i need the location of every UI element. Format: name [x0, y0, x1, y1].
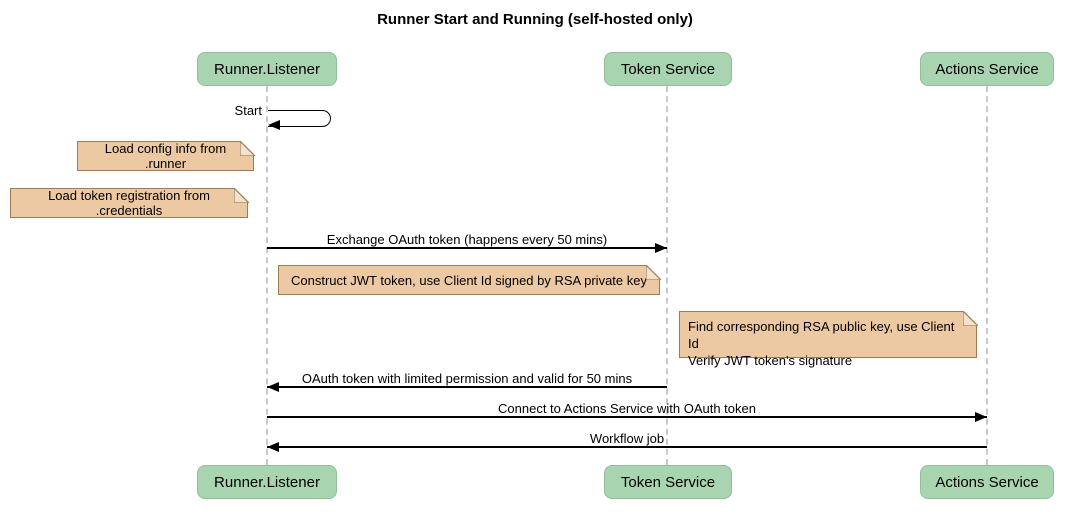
- message-workflow-line: [267, 446, 987, 448]
- arrowhead-right-icon: [655, 243, 667, 253]
- arrowhead-right-icon: [975, 412, 987, 422]
- message-connect-label: Connect to Actions Service with OAuth to…: [498, 401, 756, 416]
- participant-label: Runner.Listener: [214, 473, 320, 491]
- participant-label: Actions Service: [935, 473, 1039, 491]
- message-workflow-label: Workflow job: [589, 431, 665, 446]
- self-message-loop: [268, 110, 331, 127]
- participant-label: Runner.Listener: [214, 60, 320, 78]
- note-text-line1: Find corresponding RSA public key, use C…: [688, 319, 955, 351]
- participant-runner-listener-top: Runner.Listener: [197, 52, 337, 86]
- participant-actions-service-bottom: Actions Service: [920, 465, 1054, 499]
- arrowhead-left-icon: [268, 120, 280, 130]
- lifeline-actions-service: [986, 86, 988, 465]
- note-text-line2: Verify JWT token's signature: [688, 353, 853, 368]
- participant-runner-listener-bottom: Runner.Listener: [197, 465, 337, 499]
- note-text: Construct JWT token, use Client Id signe…: [291, 272, 647, 288]
- diagram-title: Runner Start and Running (self-hosted on…: [377, 11, 693, 28]
- participant-actions-service-top: Actions Service: [920, 52, 1054, 86]
- note-text: Load token registration from .credential…: [48, 188, 210, 218]
- participant-label: Actions Service: [935, 60, 1039, 78]
- message-start-label: Start: [234, 103, 262, 118]
- arrowhead-left-icon: [267, 442, 279, 452]
- note-fold-icon: [233, 187, 249, 203]
- participant-token-service-bottom: Token Service: [604, 465, 732, 499]
- participant-label: Token Service: [620, 473, 716, 491]
- note-load-config: Load config info from .runner: [77, 140, 255, 171]
- message-exchange-line: [267, 247, 667, 249]
- message-oauth-return-label: OAuth token with limited permission and …: [301, 371, 633, 386]
- note-load-credentials: Load token registration from .credential…: [10, 187, 249, 218]
- note-text: Load config info from .runner: [104, 141, 227, 171]
- message-connect-line: [267, 416, 987, 418]
- note-fold-icon: [962, 310, 978, 326]
- participant-label: Token Service: [620, 60, 716, 78]
- arrowhead-left-icon: [267, 382, 279, 392]
- lifeline-runner-listener: [266, 86, 268, 465]
- participant-token-service-top: Token Service: [604, 52, 732, 86]
- note-fold-icon: [645, 264, 661, 280]
- note-fold-icon: [239, 140, 255, 156]
- lifeline-token-service: [666, 86, 668, 465]
- message-exchange-label: Exchange OAuth token (happens every 50 m…: [326, 232, 608, 247]
- message-oauth-return-line: [267, 386, 667, 388]
- note-construct-jwt: Construct JWT token, use Client Id signe…: [278, 264, 661, 295]
- note-verify-jwt: Find corresponding RSA public key, use C…: [679, 310, 978, 368]
